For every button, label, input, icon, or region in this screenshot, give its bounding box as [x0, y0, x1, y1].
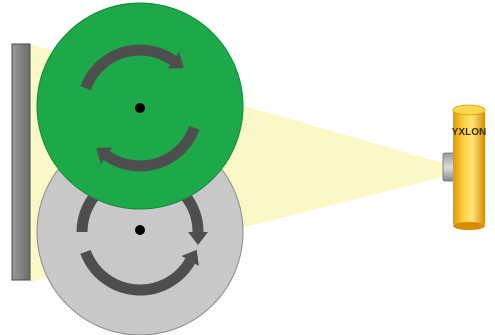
source-tube-bottom: [453, 222, 485, 230]
source-tube-body: [453, 108, 485, 228]
source-brand-label: YXLON: [452, 127, 486, 138]
detector-panel: [12, 44, 30, 280]
xray-source: YXLON: [443, 105, 486, 230]
source-tube-top: [453, 105, 485, 115]
upper-center-dot: [135, 103, 145, 113]
lower-center-dot: [135, 225, 145, 235]
upper-drum: [37, 3, 243, 209]
